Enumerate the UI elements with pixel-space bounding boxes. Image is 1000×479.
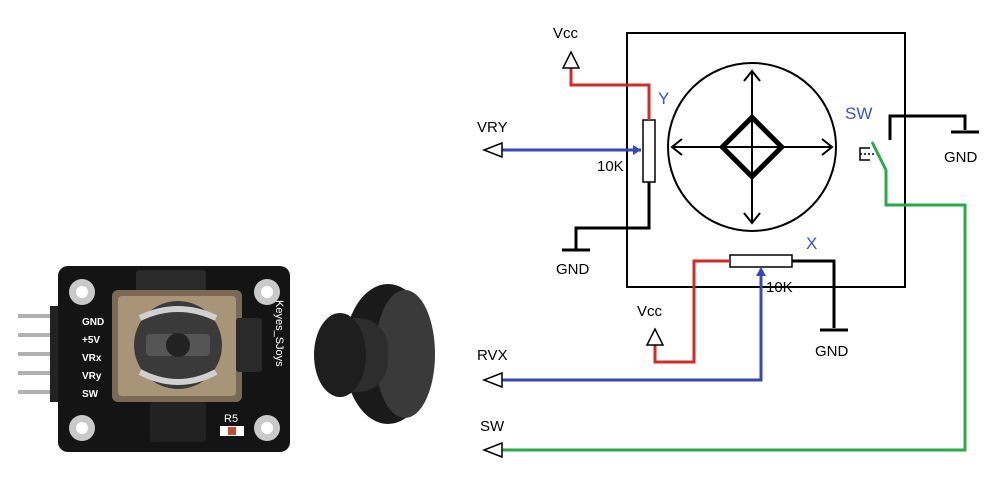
gnd-y-label: GND — [556, 261, 590, 278]
center-diamond — [718, 113, 786, 181]
x-axis-label: X — [806, 234, 817, 253]
pin-label-5v: +5V — [82, 335, 100, 346]
vcc-symbol-icon — [561, 50, 581, 69]
mounting-hole — [76, 286, 88, 298]
vry-label: VRY — [477, 119, 508, 136]
output-arrow-icon — [481, 141, 503, 159]
y-axis-label: Y — [658, 89, 669, 108]
y-potentiometer — [642, 119, 656, 183]
joystick-circle — [667, 62, 837, 232]
gnd-x-label: GND — [815, 343, 849, 360]
vcc-bottom-label: Vcc — [637, 303, 663, 320]
header-pins — [18, 306, 64, 402]
joystick-module-board: GND +5V VRx VRy SW R5 Keyes_SJoys — [18, 266, 290, 452]
pin-label-gnd: GND — [82, 317, 104, 328]
push-switch-icon — [859, 141, 888, 171]
gnd-sw-label: GND — [944, 149, 978, 166]
rvx-label: RVX — [477, 347, 508, 364]
mounting-hole — [261, 422, 273, 434]
x-pot-value: 10K — [766, 279, 793, 296]
vcc-top-label: Vcc — [553, 25, 579, 42]
output-arrow-icon — [481, 441, 503, 459]
joystick-gimbal — [112, 270, 262, 442]
mounting-hole — [76, 422, 88, 434]
sw-out-label: SW — [480, 418, 505, 435]
joystick-cap — [314, 284, 435, 424]
resistor-label: R5 — [224, 413, 238, 425]
y-pot-value: 10K — [597, 158, 624, 175]
pin-label-vrx: VRx — [82, 353, 102, 364]
vcc-symbol-icon — [645, 327, 665, 346]
output-arrow-icon — [481, 371, 503, 389]
switch-label: SW — [845, 104, 872, 123]
pin-label-sw: SW — [82, 389, 99, 400]
pin-label-vry: VRy — [82, 371, 102, 382]
board-side-label: Keyes_SJoys — [273, 300, 285, 367]
direction-arrows-icon — [670, 69, 834, 225]
schematic: Y 10K Vcc GND VRY X 10K Vcc GND RVX S — [477, 25, 979, 459]
x-potentiometer — [729, 254, 793, 268]
mounting-hole — [261, 286, 273, 298]
joystick-outline — [626, 32, 906, 288]
